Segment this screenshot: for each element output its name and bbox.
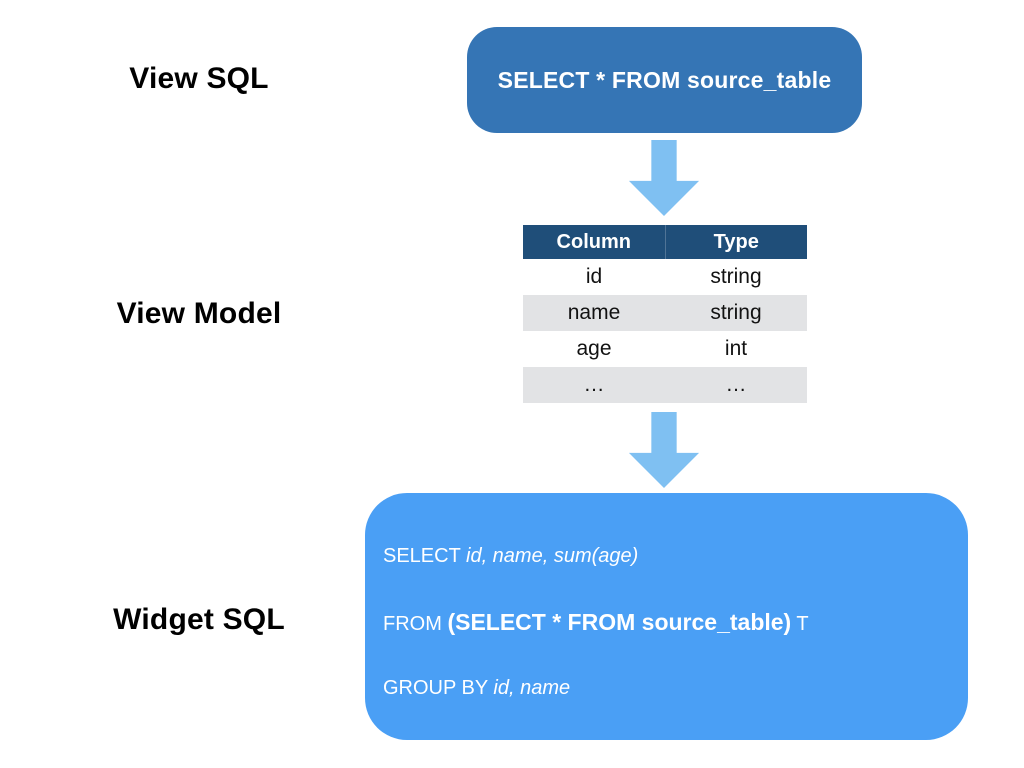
table-cell-column: name <box>567 301 621 324</box>
view-model-table: Column Type id string name string age in… <box>523 225 807 403</box>
table-cell-column: age <box>576 337 612 360</box>
table-header-cell-type: Type <box>664 225 808 259</box>
table-cell-type: string <box>710 301 762 324</box>
widget-sql-label: Widget SQL <box>113 603 285 636</box>
table-header-row: Column Type <box>523 225 807 259</box>
table-row: … … <box>523 367 807 403</box>
sql-segment: SELECT <box>383 545 466 567</box>
down-arrow-icon <box>628 412 700 488</box>
view-sql-label: View SQL <box>129 62 269 95</box>
table-cell-column: id <box>585 265 603 288</box>
sql-segment: GROUP BY <box>383 677 494 699</box>
sql-segment: (SELECT * FROM source_table) <box>447 609 792 635</box>
widget-sql-line-groupby: GROUP BY id, name <box>383 675 968 701</box>
view-sql-text: SELECT * FROM source_table <box>497 66 832 93</box>
table-row: id string <box>523 259 807 295</box>
table-row: name string <box>523 295 807 331</box>
table-row: age int <box>523 331 807 367</box>
table-cell-type: int <box>724 337 748 360</box>
table-cell-column: … <box>583 373 605 396</box>
sql-segment: id, name, sum(age) <box>466 545 639 567</box>
table-header-cell-column: Column <box>556 230 631 253</box>
widget-sql-line-from: FROM (SELECT * FROM source_table) T <box>383 609 968 635</box>
sql-segment: id, name <box>493 677 571 699</box>
view-model-label: View Model <box>116 297 282 330</box>
table-cell-type: … <box>725 373 747 396</box>
table-cell-type: string <box>710 265 762 288</box>
down-arrow-icon <box>628 140 700 216</box>
widget-sql-line-select: SELECT id, name, sum(age) <box>383 543 968 569</box>
sql-segment: FROM <box>383 613 448 635</box>
view-sql-box: SELECT * FROM source_table <box>467 27 862 133</box>
sql-segment: T <box>791 613 809 635</box>
widget-sql-box: SELECT id, name, sum(age) FROM (SELECT *… <box>365 493 968 740</box>
